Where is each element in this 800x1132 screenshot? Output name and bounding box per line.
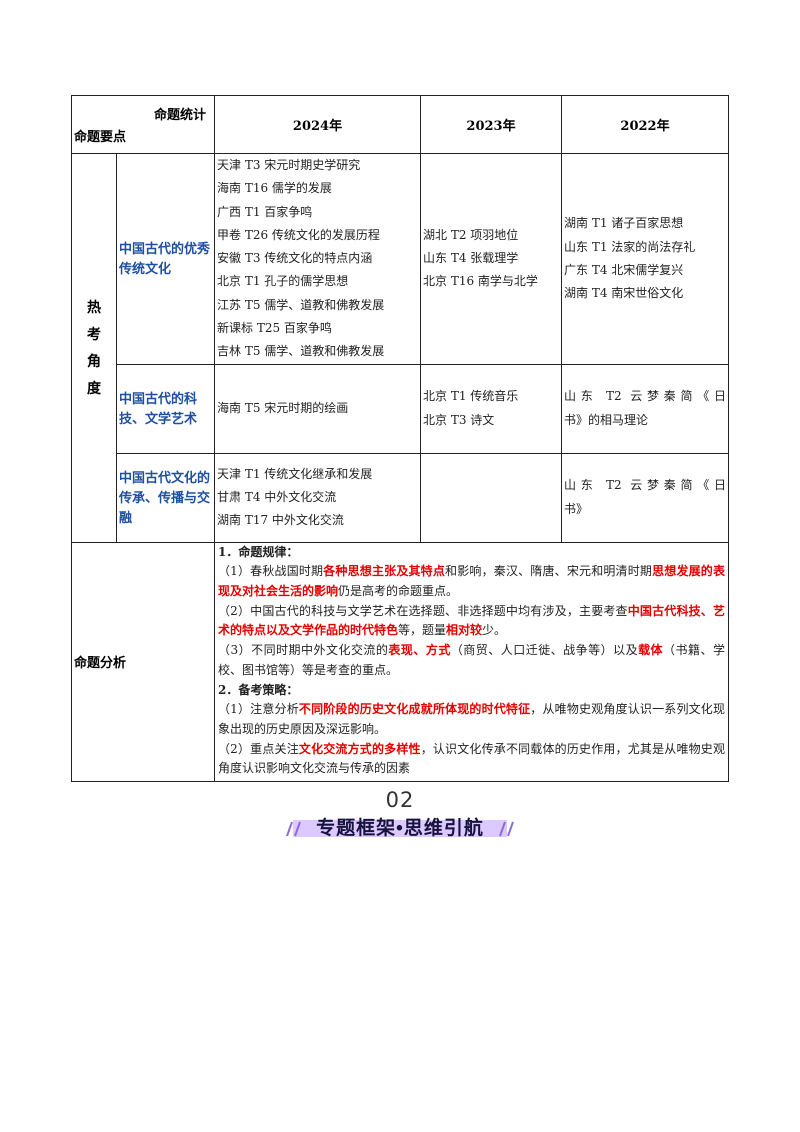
highlight-text: 不同阶段的历史文化成就所体现的时代特征 [298,702,531,717]
analysis-label: 命题分析 [71,541,215,783]
header-row: 命题统计 命题要点 2024年 2023年 2022年 [71,95,729,154]
analysis-row: 命题分析 1．命题规律： （1）春秋战国时期各种思想主张及其特点和影响，秦汉、隋… [71,541,729,783]
body-text: （2）中国古代的科技与文学艺术在选择题、非选择题中均有涉及，主要考查 [218,603,628,618]
cell-2023 [420,452,562,543]
analysis-heading-1: 1．命题规律： [218,544,299,559]
analysis-paragraph: （2）重点关注文化交流方式的多样性，认识文化传承不同载体的历史作用，尤其是从唯物… [218,740,725,779]
year-header-2023: 2023年 [420,95,562,154]
exam-statistics-table: 命题统计 命题要点 2024年 2023年 2022年 热 考 角 度 中国古代… [71,95,729,783]
corner-top-label: 命题统计 [153,107,206,122]
highlight-text: 相对较 [446,623,483,638]
cell-2024: 天津 T3 宋元时期史学研究 海南 T16 儒学的发展 广西 T1 百家争鸣 甲… [214,153,421,365]
hot-topic-label: 热 考 角 度 [71,153,117,543]
section-banner: 02 专题框架•思维引航 [285,788,515,844]
analysis-heading-2: 2．备考策略： [218,682,299,697]
body-text: 仍是高考的命题重点。 [338,584,459,599]
body-text: （2）重点关注 [218,741,299,756]
analysis-paragraph: （2）中国古代的科技与文学艺术在选择题、非选择题中均有涉及，主要考查中国古代科技… [218,602,725,641]
body-text: （书籍、学校、图书馆等）等是考查的重点。 [218,643,725,677]
body-text: ，从唯物史观角度认识一系列文化现象出现的历史原因及深远影响。 [218,702,725,736]
corner-bottom-label: 命题要点 [74,129,127,144]
highlight-text: 中国古代科技、艺术的特点以及文学作品的时代特色 [218,603,725,638]
highlight-text: 表现、方式 [388,643,451,658]
topic-cell: 中国古代文化的传承、传播与交融 [116,452,215,543]
year-header-2022: 2022年 [561,95,729,154]
topic-cell: 中国古代的优秀传统文化 [116,153,215,365]
topic-cell: 中国古代的科技、文学艺术 [116,363,215,454]
section-number: 02 [385,788,415,812]
cell-2024: 海南 T5 宋元时期的绘画 [214,363,421,454]
body-text: （1）春秋战国时期 [218,564,324,579]
highlight-text: 载体 [638,643,664,658]
cell-2024: 天津 T1 传统文化继承和发展 甘肃 T4 中外文化交流 湖南 T17 中外文化… [214,452,421,543]
highlight-text: 文化交流方式的多样性 [298,741,421,756]
body-text: ，认识文化传承不同载体的历史作用，尤其是从唯物史观角度认识影响文化交流与传承的因… [218,741,725,776]
cell-2023: 湖北 T2 项羽地位 山东 T4 张载理学 北京 T16 南学与北学 [420,153,562,365]
highlight-text: 各种思想主张及其特点 [323,564,446,579]
cell-2022: 山东 T2 云梦秦简《日 书》 [561,452,729,543]
corner-cell: 命题统计 命题要点 [71,95,215,154]
analysis-paragraph: （1）注意分析不同阶段的历史文化成就所体现的时代特征，从唯物史观角度认识一系列文… [218,700,725,739]
body-text: （3）不同时期中外文化交流的 [218,643,389,658]
section-title: 专题框架•思维引航 [316,818,484,839]
year-header-2024: 2024年 [214,95,421,154]
body-text: 和影响，秦汉、隋唐、宋元和明清时期 [445,564,653,579]
banner-decoration-icon [286,820,514,837]
analysis-paragraph: （3）不同时期中外文化交流的表现、方式（商贸、人口迁徙、战争等）以及载体（书籍、… [218,641,725,680]
table-row: 中国古代的科技、文学艺术 海南 T5 宋元时期的绘画 北京 T1 传统音乐 北京… [72,363,729,454]
body-text: （商贸、人口迁徙、战争等）以及 [450,643,639,658]
table-row: 热 考 角 度 中国古代的优秀传统文化 天津 T3 宋元时期史学研究 海南 T1… [71,153,729,543]
body-text: 少。 [482,623,507,638]
highlight-text: 思想发展的表现及对社会生活的影响 [218,564,725,599]
body-text: 等，题量 [398,623,447,638]
analysis-paragraph: （1）春秋战国时期各种思想主张及其特点和影响，秦汉、隋唐、宋元和明清时期思想发展… [218,562,725,601]
body-text: （1）注意分析 [218,702,299,717]
table-row: 中国古代文化的传承、传播与交融 天津 T1 传统文化继承和发展 甘肃 T4 中外… [72,452,729,543]
analysis-content: 1．命题规律： （1）春秋战国时期各种思想主张及其特点和影响，秦汉、隋唐、宋元和… [214,541,729,783]
cell-2022: 山东 T2 云梦秦简《日 书》的相马理论 [561,363,729,454]
cell-2022: 湖南 T1 诸子百家思想 山东 T1 法家的尚法存礼 广东 T4 北宋儒学复兴 … [561,153,729,365]
cell-2023: 北京 T1 传统音乐 北京 T3 诗文 [420,363,562,454]
